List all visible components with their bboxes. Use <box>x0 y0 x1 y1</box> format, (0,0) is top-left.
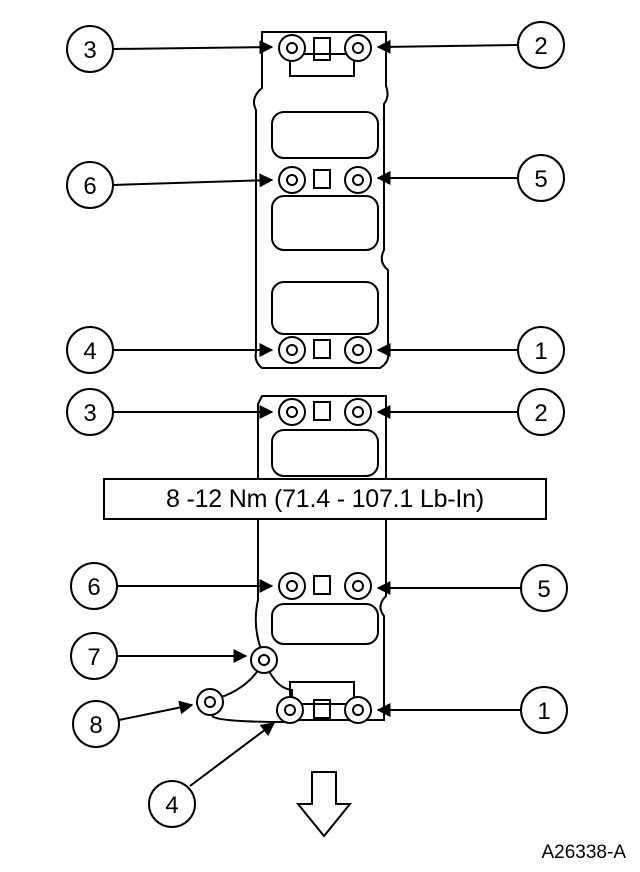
bolt-icon <box>196 688 224 716</box>
lower-gasket <box>211 395 387 723</box>
upper-callouts: 3 2 6 5 4 1 <box>66 21 565 374</box>
figure-id-label: A26338-A <box>541 842 626 863</box>
callout-lower-seven: 7 <box>70 632 118 680</box>
svg-text:6: 6 <box>83 173 96 200</box>
svg-text:1: 1 <box>534 338 547 365</box>
svg-text:7: 7 <box>87 644 100 671</box>
callout-upper-left-bottom: 4 <box>66 326 114 374</box>
svg-text:8: 8 <box>89 712 102 739</box>
callout-lower-left-middle: 6 <box>70 562 118 610</box>
bolt-icon <box>344 336 372 364</box>
callout-upper-left-top: 3 <box>66 25 114 73</box>
svg-text:4: 4 <box>83 338 96 365</box>
leader-arrows <box>112 39 521 787</box>
upper-gasket <box>253 31 390 369</box>
svg-text:1: 1 <box>537 698 550 725</box>
bolt-icon <box>250 646 278 674</box>
bolt-icon <box>278 398 306 426</box>
bolt-icon <box>344 166 372 194</box>
callout-lower-eight: 8 <box>72 700 120 748</box>
bolt-icon <box>278 336 306 364</box>
bolt-icon <box>344 572 372 600</box>
bolt-icon <box>278 572 306 600</box>
bolt-icon <box>344 696 372 724</box>
bolt-icon <box>278 34 306 62</box>
torque-specification-label: 8 -12 Nm (71.4 - 107.1 Lb-In) <box>103 478 547 520</box>
bolt-icon <box>344 34 372 62</box>
callout-lower-right-middle: 5 <box>520 564 568 612</box>
bolt-icon <box>344 398 372 426</box>
torque-specification-text: 8 -12 Nm (71.4 - 107.1 Lb-In) <box>166 484 484 513</box>
callout-lower-right-bottom: 1 <box>520 686 568 734</box>
callout-upper-right-bottom: 1 <box>517 326 565 374</box>
lower-callouts: 3 2 6 5 7 8 1 4 <box>66 388 568 828</box>
front-direction-arrow-icon <box>295 771 353 838</box>
callout-lower-four: 4 <box>148 780 196 828</box>
callout-upper-left-middle: 6 <box>66 161 114 209</box>
callout-lower-right-top: 2 <box>517 388 565 436</box>
bolts <box>196 34 372 724</box>
callout-upper-right-middle: 5 <box>517 154 565 202</box>
svg-text:3: 3 <box>83 400 96 427</box>
svg-text:5: 5 <box>534 166 547 193</box>
svg-text:4: 4 <box>165 792 178 819</box>
svg-text:5: 5 <box>537 576 550 603</box>
svg-text:2: 2 <box>534 400 547 427</box>
svg-text:3: 3 <box>83 37 96 64</box>
callout-upper-right-top: 2 <box>517 21 565 69</box>
svg-text:2: 2 <box>534 33 547 60</box>
svg-text:6: 6 <box>87 574 100 601</box>
callout-lower-left-top: 3 <box>66 388 114 436</box>
bolt-icon <box>278 166 306 194</box>
bolt-icon <box>276 696 304 724</box>
